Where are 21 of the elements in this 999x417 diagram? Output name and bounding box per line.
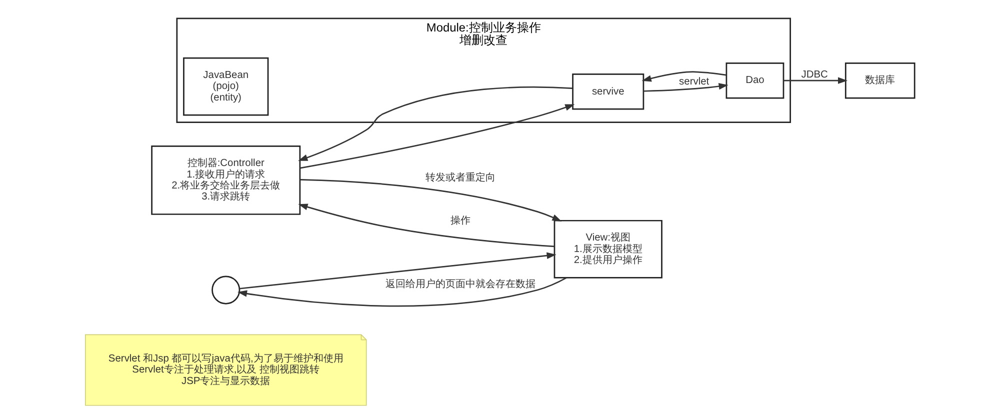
arrow — [643, 83, 728, 92]
node-box: View:视图 1.展示数据模型 2.提供用户操作 — [553, 220, 662, 278]
node-box: servive — [572, 74, 644, 110]
node-box: 控制器:Controller 1.接收用户的请求 2.将业务交给业务层去做 3.请求跳转 — [150, 145, 300, 215]
edge-label: 返回给用户的页面中就会存在数据 — [384, 279, 535, 290]
arrow — [300, 178, 562, 222]
edge-label: servlet — [678, 76, 709, 88]
node-person — [211, 276, 240, 304]
arrow — [239, 252, 556, 290]
arrow — [641, 71, 726, 82]
node-box: 数据库 — [844, 62, 915, 99]
arrow — [236, 277, 566, 307]
edge-label: 转发或者重定向 — [424, 172, 495, 184]
arrow — [298, 204, 554, 248]
node-box: JavaBean (pojo) (entity) — [182, 57, 268, 116]
node-box: Dao — [725, 62, 784, 99]
arrow — [300, 104, 574, 169]
arrow — [298, 86, 572, 161]
edge-label: JDBC — [800, 70, 828, 81]
arrow — [783, 77, 848, 84]
edge-label: 操作 — [450, 215, 470, 226]
